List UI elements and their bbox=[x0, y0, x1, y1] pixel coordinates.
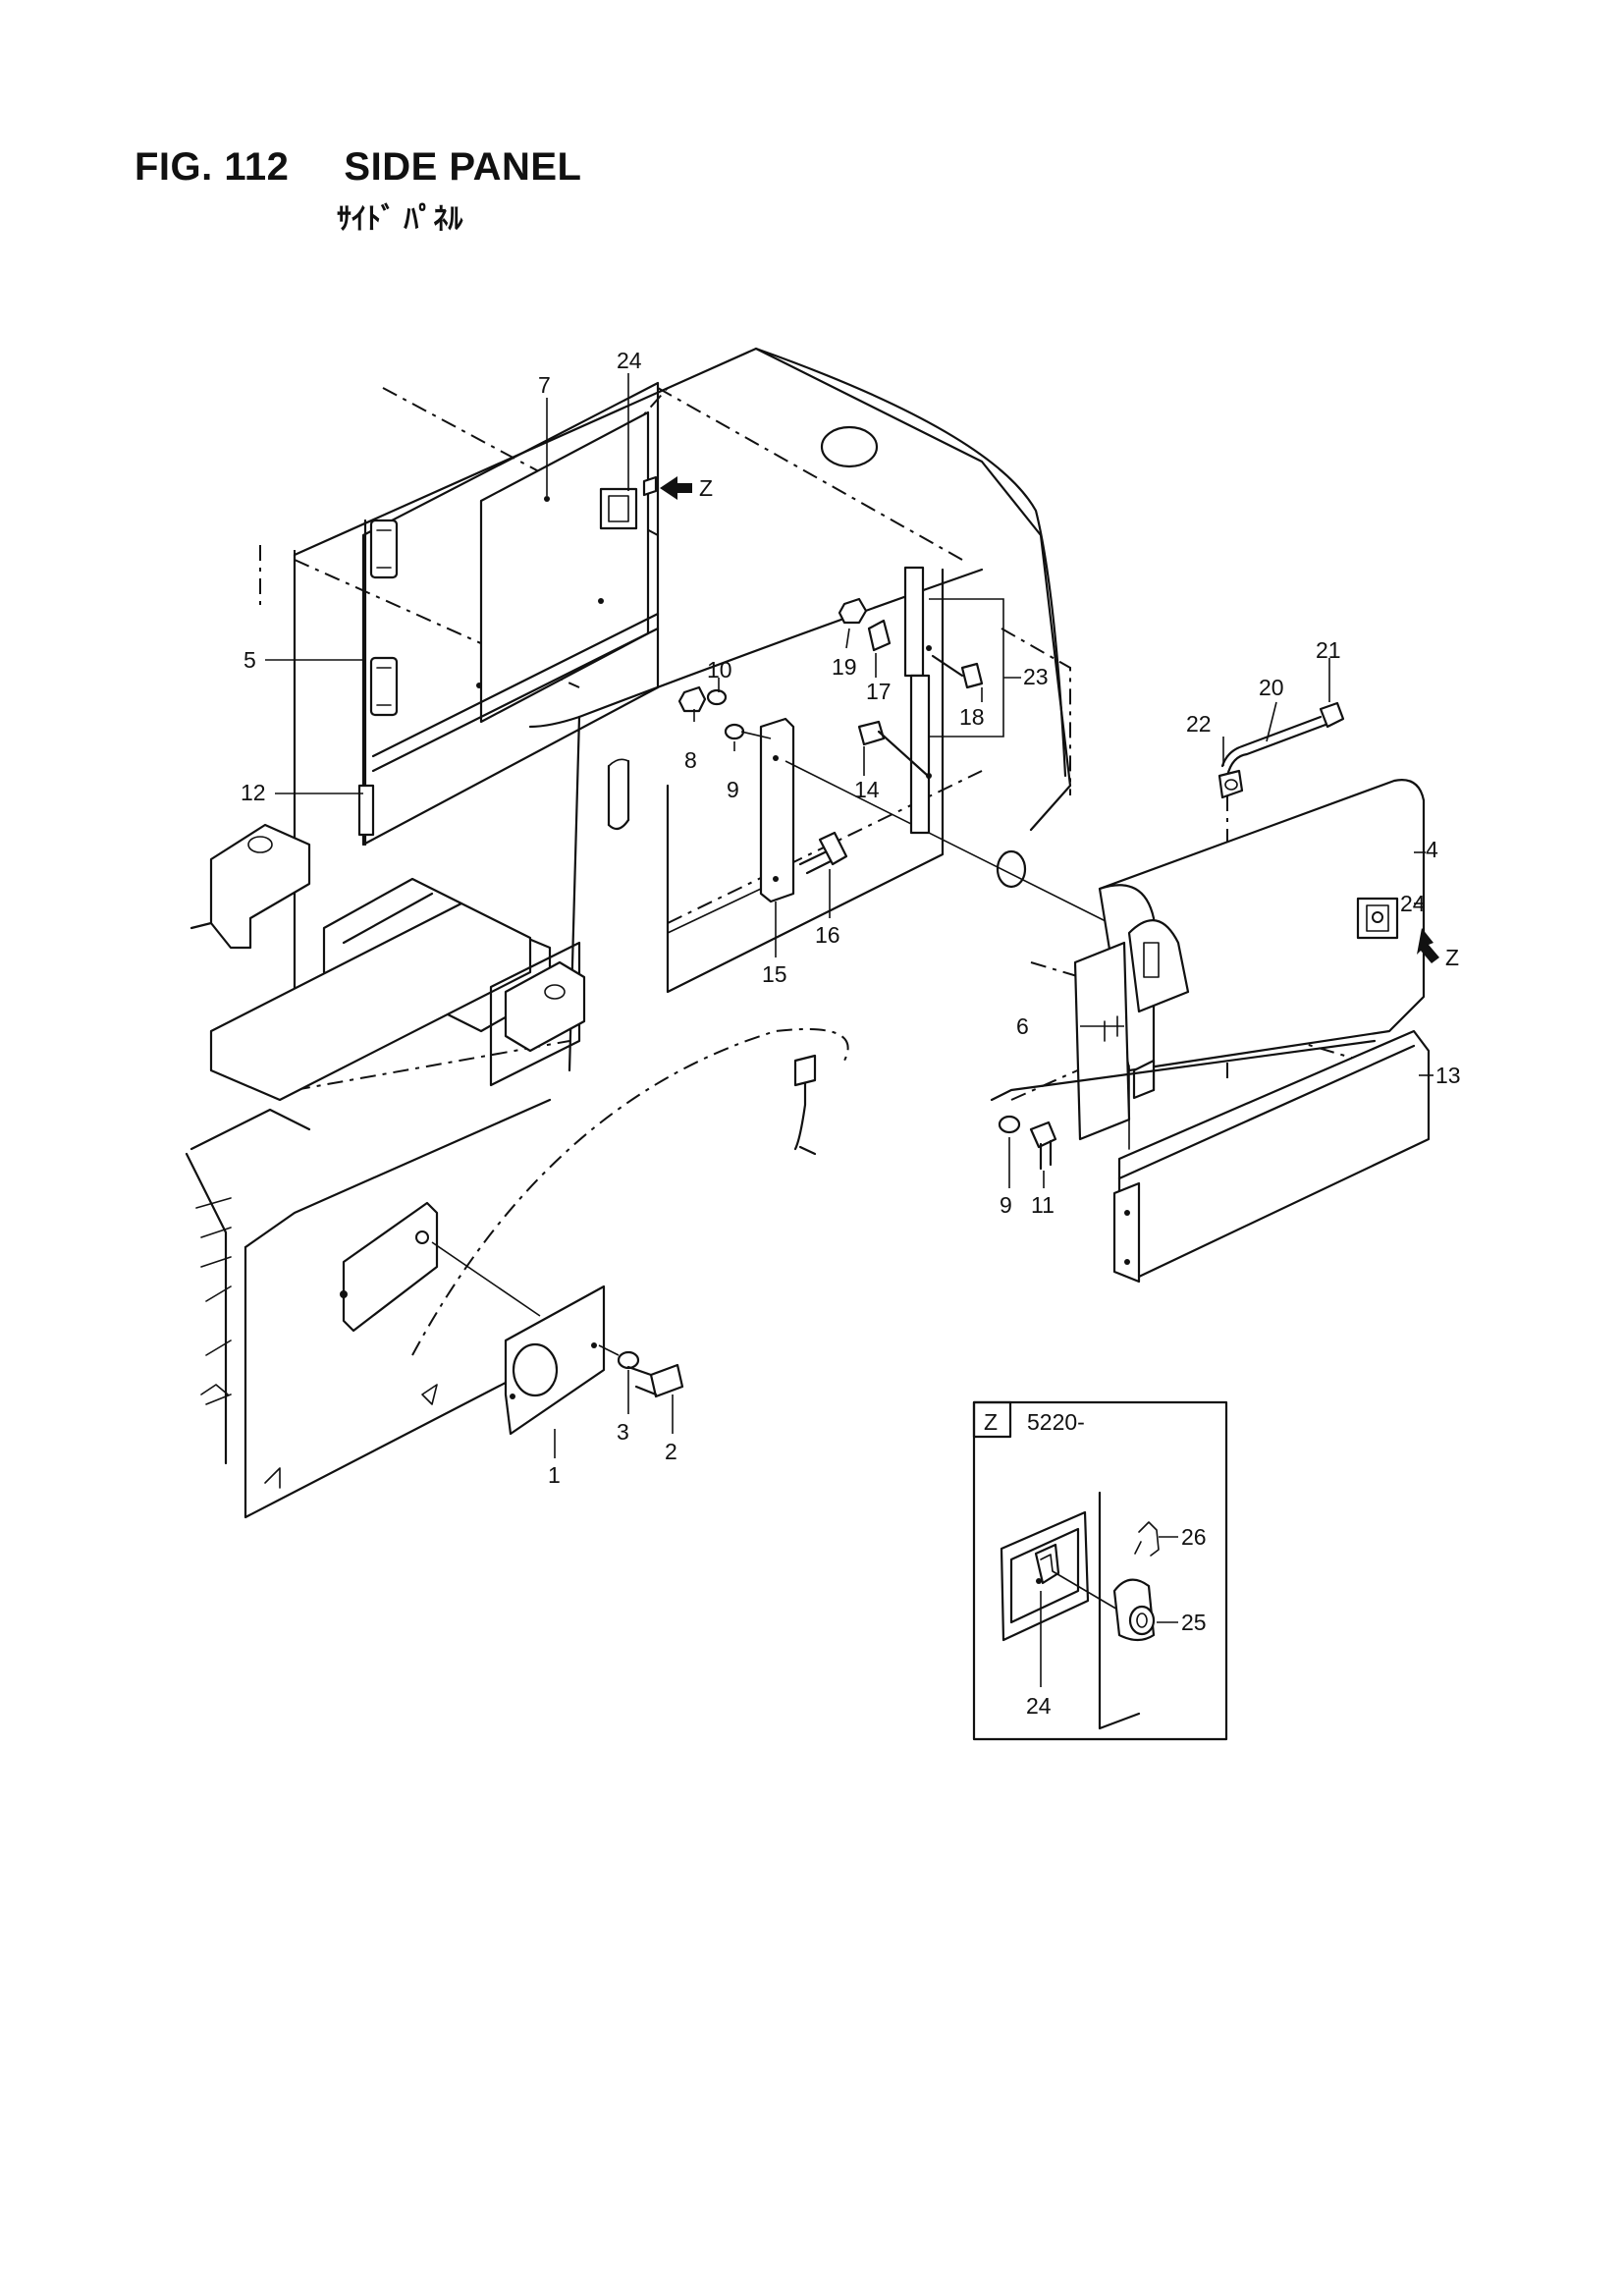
callout-9-lower: 9 bbox=[1000, 1192, 1012, 1218]
callout-19: 19 bbox=[832, 654, 857, 680]
callout-1: 1 bbox=[548, 1462, 561, 1488]
page-header: FIG. 112 SIDE PANEL ｻｲﾄﾞ ﾊﾟﾈﾙ bbox=[135, 145, 582, 236]
callout-15: 15 bbox=[762, 961, 787, 987]
part-22-grommet bbox=[1217, 769, 1244, 799]
callout-z-right: Z bbox=[1445, 945, 1459, 970]
figure-title: FIG. 112 SIDE PANEL bbox=[135, 145, 582, 190]
callout-5: 5 bbox=[243, 647, 256, 673]
callout-10: 10 bbox=[707, 657, 732, 683]
part-23-right-hinge bbox=[903, 566, 932, 835]
callout-16: 16 bbox=[815, 922, 840, 948]
callout-2: 2 bbox=[665, 1439, 677, 1464]
lower-left-side-panel bbox=[185, 1098, 552, 1519]
callout-20: 20 bbox=[1259, 675, 1284, 700]
callout-21: 21 bbox=[1316, 637, 1341, 663]
frame-base bbox=[189, 823, 586, 1151]
detail-view-label: Z bbox=[984, 1409, 998, 1435]
part-16-bolt bbox=[798, 831, 848, 875]
callout-25: 25 bbox=[1181, 1610, 1207, 1635]
detail-serial-label: 5220- bbox=[1027, 1409, 1085, 1435]
callout-22: 22 bbox=[1186, 711, 1212, 737]
callout-7: 7 bbox=[538, 372, 551, 398]
part-8-9-10-hardware bbox=[677, 685, 745, 740]
detail-view-z: Z 5220- 24 25 26 bbox=[972, 1400, 1228, 1741]
callout-11: 11 bbox=[1031, 1192, 1055, 1218]
callout-26: 26 bbox=[1181, 1524, 1207, 1550]
figure-number: FIG. 112 bbox=[135, 145, 290, 189]
view-arrow-z-right bbox=[1417, 928, 1439, 963]
part-9-11-lower-hardware bbox=[998, 1115, 1057, 1171]
view-arrow-z-upper bbox=[660, 476, 692, 500]
callout-14: 14 bbox=[854, 777, 880, 802]
part-1-cover-plate bbox=[431, 1241, 620, 1436]
callout-leaders bbox=[265, 373, 1434, 1458]
callout-13: 13 bbox=[1435, 1063, 1461, 1088]
callout-9-mid: 9 bbox=[727, 777, 739, 802]
wire-harness bbox=[793, 1054, 817, 1156]
part-2-3-bolt-washer bbox=[617, 1350, 684, 1398]
callout-24-detail: 24 bbox=[1026, 1693, 1052, 1719]
callout-24-upper: 24 bbox=[617, 348, 642, 373]
part-18-bolt bbox=[931, 654, 984, 689]
callout-24-right: 24 bbox=[1400, 891, 1426, 916]
figure-name: SIDE PANEL bbox=[344, 145, 582, 189]
callout-3: 3 bbox=[617, 1419, 629, 1445]
part-13-lower-trim bbox=[990, 1029, 1431, 1284]
part-15-stay-plate bbox=[667, 717, 1110, 934]
callout-4: 4 bbox=[1426, 837, 1438, 862]
callout-6: 6 bbox=[1016, 1013, 1029, 1039]
part-6-seal bbox=[1073, 941, 1156, 1141]
part-7-rear-panel bbox=[361, 381, 660, 847]
callout-12: 12 bbox=[241, 780, 266, 805]
part-12-bracket bbox=[357, 784, 375, 837]
callout-z-upper: Z bbox=[699, 475, 713, 501]
callout-labels: 1 2 3 4 5 6 7 8 9 9 10 11 12 13 14 15 16… bbox=[241, 348, 1461, 1488]
part-17-19-nut-plate bbox=[838, 597, 892, 652]
callout-18: 18 bbox=[959, 704, 985, 730]
figure-subtitle-japanese: ｻｲﾄﾞ ﾊﾟﾈﾙ bbox=[337, 203, 463, 236]
callout-23: 23 bbox=[1023, 664, 1049, 689]
callout-17: 17 bbox=[866, 679, 892, 704]
callout-8: 8 bbox=[684, 747, 697, 773]
part-14-bolt bbox=[857, 720, 930, 778]
part-20-stay-rod bbox=[1220, 701, 1345, 778]
part-4-side-door bbox=[1098, 779, 1426, 1150]
